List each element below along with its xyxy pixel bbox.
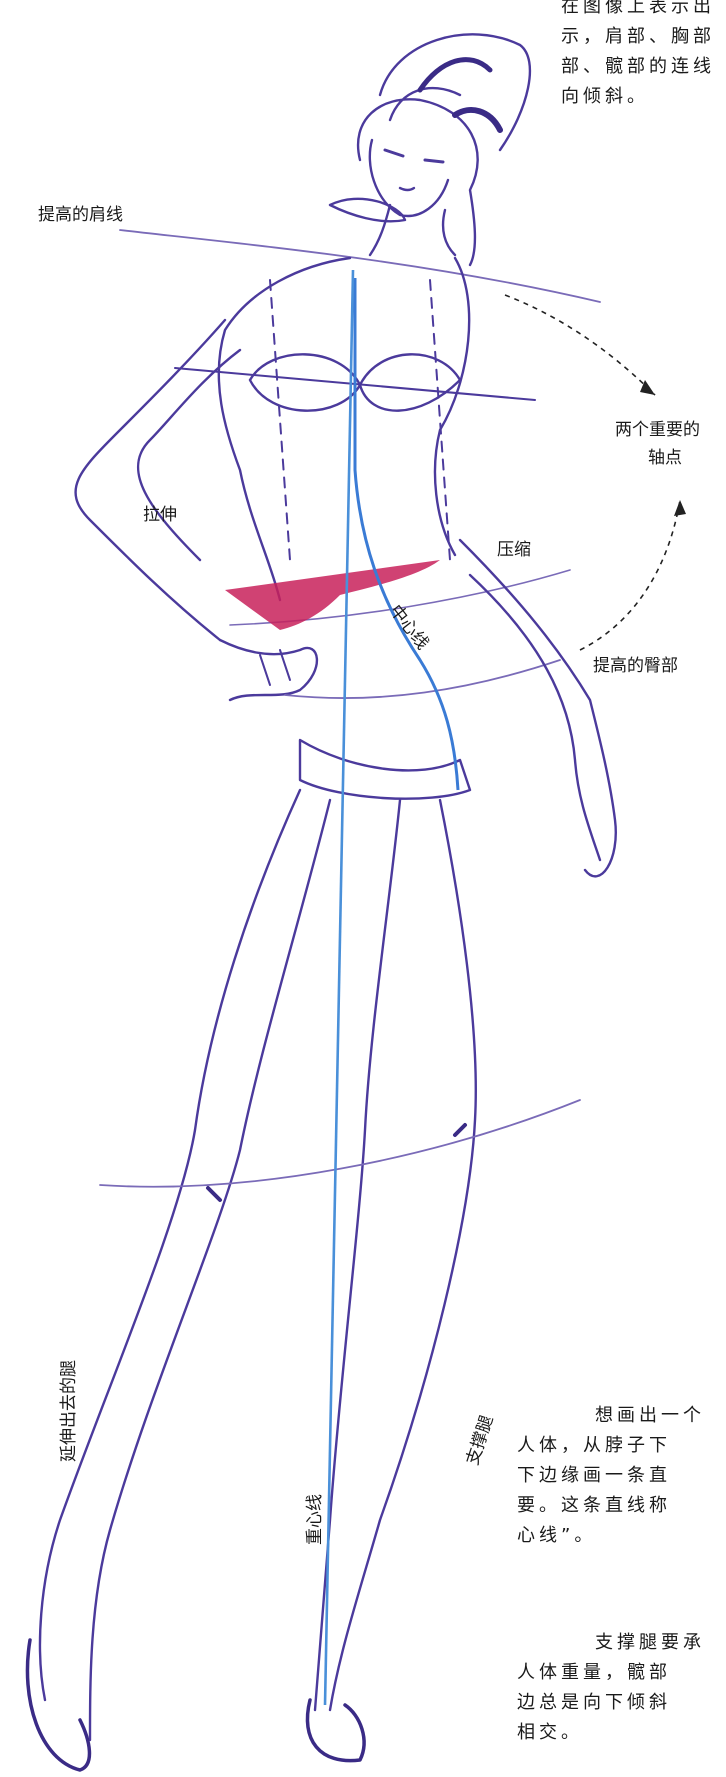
extended-leg xyxy=(38,788,302,1702)
gravity-line xyxy=(323,269,355,1706)
note-line: 人体，从脖子下 xyxy=(517,1435,671,1456)
note-text: 支撑腿要承 xyxy=(595,1632,705,1653)
label-pivot-points-2: 轴点 xyxy=(648,448,682,468)
note-line: 边总是向下倾斜 xyxy=(517,1692,671,1713)
pivot-arrow-bottom-head xyxy=(674,500,686,516)
right-arm xyxy=(458,538,617,878)
knee-guide xyxy=(99,1099,581,1188)
support-leg xyxy=(328,798,477,1712)
bottom-note-2: 支撑腿要承 人体重量，髋部 边总是向下倾斜 相交。 xyxy=(517,1628,705,1748)
left-hand xyxy=(218,638,319,702)
shoulder-guide xyxy=(119,229,601,303)
note-line: 要。这条直线称 xyxy=(517,1495,671,1516)
pivot-arrow-bottom xyxy=(579,499,681,651)
briefs xyxy=(298,738,472,800)
center-line xyxy=(353,278,460,791)
top-note-line: 部、髋部的连线 xyxy=(561,56,715,77)
note-line: 支撑腿要承 xyxy=(517,1628,705,1658)
face xyxy=(368,138,450,218)
note-text: 想画出一个 xyxy=(595,1405,705,1426)
label-extended-leg: 延伸出去的腿 xyxy=(59,1360,79,1462)
top-note-line: 示，肩部、胸部 xyxy=(561,26,715,47)
note-line: 人体重量，髋部 xyxy=(517,1662,671,1683)
note-line: 想画出一个 xyxy=(517,1401,705,1431)
note-line: 相交。 xyxy=(517,1722,583,1743)
right-foot xyxy=(305,1698,366,1763)
label-gravity-line: 重心线 xyxy=(305,1494,325,1545)
compress-area xyxy=(225,560,440,630)
pivot-arrow-top-head xyxy=(640,380,655,395)
label-raised-shoulder: 提高的肩线 xyxy=(38,205,123,225)
label-pivot-points-1: 两个重要的 xyxy=(615,420,700,440)
left-arm xyxy=(74,318,227,642)
label-raised-hip: 提高的臀部 xyxy=(593,656,678,676)
top-note-line: 向倾斜。 xyxy=(561,86,649,107)
top-note-line: 在图像上表示出 xyxy=(561,0,715,17)
note-line: 心线”。 xyxy=(517,1525,597,1546)
left-foot xyxy=(25,1638,92,1772)
note-line: 下边缘画一条直 xyxy=(517,1465,671,1486)
top-note: 在图像上表示出 示，肩部、胸部 部、髋部的连线 向倾斜。 xyxy=(561,0,715,112)
torso-left xyxy=(217,256,352,602)
bust xyxy=(248,353,462,412)
pivot-arrow-top xyxy=(504,294,656,396)
label-stretch: 拉伸 xyxy=(143,505,177,525)
torso-right xyxy=(433,256,471,557)
bottom-note: 想画出一个 人体，从脖子下 下边缘画一条直 要。这条直线称 心线”。 xyxy=(517,1401,705,1551)
label-compress: 压缩 xyxy=(497,540,531,560)
hair xyxy=(357,33,532,267)
